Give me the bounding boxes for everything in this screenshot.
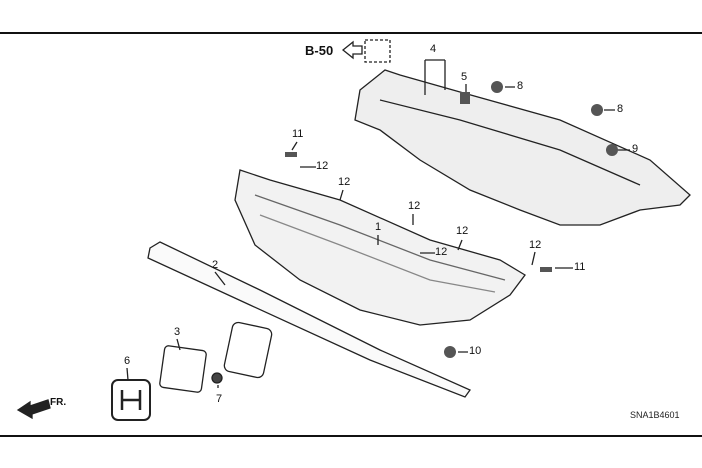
- callout-12: 12: [435, 246, 448, 258]
- diagram-code: SNA1B4601: [630, 410, 680, 420]
- reference-label[interactable]: B-50: [305, 43, 334, 58]
- top-rule: [0, 32, 702, 34]
- clip-8a: [491, 81, 503, 93]
- reference-box-icon: [364, 39, 391, 63]
- front-label: FR.: [50, 397, 67, 408]
- upper-cover-part: [354, 69, 691, 226]
- callout-12: 12: [408, 200, 421, 212]
- callout-1: 1: [375, 221, 382, 233]
- callout-11: 11: [574, 261, 586, 273]
- clip-5: [460, 92, 470, 104]
- emblem-plate-part: [159, 345, 207, 393]
- grille-part: [234, 169, 526, 326]
- screw-11a: [285, 152, 297, 157]
- clip-9: [606, 144, 618, 156]
- callout-4: 4: [430, 43, 437, 55]
- callout-3: 3: [174, 326, 181, 338]
- callout-5: 5: [461, 71, 468, 83]
- callout-11: 11: [292, 128, 304, 140]
- callout-6: 6: [124, 355, 131, 367]
- callout-12: 12: [316, 160, 329, 172]
- front-arrow-icon: [16, 399, 51, 420]
- callout-12: 12: [529, 239, 542, 251]
- molding-emblem-base: [223, 321, 273, 379]
- screw-11b: [540, 267, 552, 272]
- callout-12: 12: [338, 176, 351, 188]
- nut-part: [211, 372, 223, 384]
- callout-9: 9: [632, 143, 639, 155]
- clip-10: [444, 346, 456, 358]
- molding-part: [147, 241, 471, 398]
- callout-12: 12: [456, 225, 469, 237]
- bottom-rule: [0, 435, 702, 437]
- callout-10: 10: [469, 345, 482, 357]
- callout-8: 8: [517, 80, 524, 92]
- reference-arrow-icon: [341, 40, 363, 60]
- callout-2: 2: [212, 259, 219, 271]
- clip-8b: [591, 104, 603, 116]
- callout-8: 8: [617, 103, 624, 115]
- callout-7: 7: [216, 393, 223, 405]
